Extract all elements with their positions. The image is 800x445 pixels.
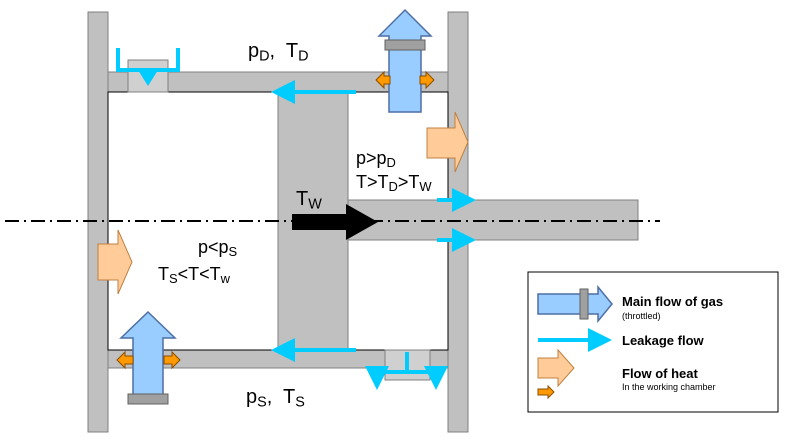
legend-main-flow-note: (throttled) [622, 311, 661, 321]
right-chamber-temperature-label: T>TD>TW [356, 172, 432, 195]
seal-heat-arrow-bottom-right [163, 350, 181, 370]
legend-leakage-label: Leakage flow [622, 333, 704, 348]
heat-flow-arrow-left-wall [97, 229, 133, 295]
main-flow-suction-arrow [119, 310, 177, 405]
left-chamber-pressure-label: p<pS [198, 237, 238, 260]
wall-temperature-label: TW [296, 188, 322, 213]
legend-main-flow-label: Main flow of gas [622, 294, 724, 309]
wall-heat-arrow [292, 204, 378, 240]
discharge-state-label: pD, TD [248, 40, 309, 65]
legend-heat-note: In the working chamber [622, 382, 716, 392]
legend-heat-label: Flow of heat [622, 366, 698, 381]
suction-state-label: pS, TS [246, 386, 305, 411]
legend-main-flow-symbol [537, 284, 613, 324]
main-flow-discharge-arrow [377, 8, 433, 113]
seal-heat-arrow-top-left [375, 70, 391, 90]
seal-heat-arrow-top-right [419, 70, 435, 90]
right-chamber-pressure-label: p>pD [356, 148, 396, 171]
legend-small-heat-symbol [537, 384, 555, 400]
heat-flow-arrow-right-wall [426, 111, 469, 173]
seal-heat-arrow-bottom-left [116, 350, 134, 370]
leakage-arrow-top-left [138, 70, 158, 86]
legend-heat-symbol [537, 348, 575, 388]
left-chamber-temperature-label: TS<T<Tw [158, 264, 231, 287]
